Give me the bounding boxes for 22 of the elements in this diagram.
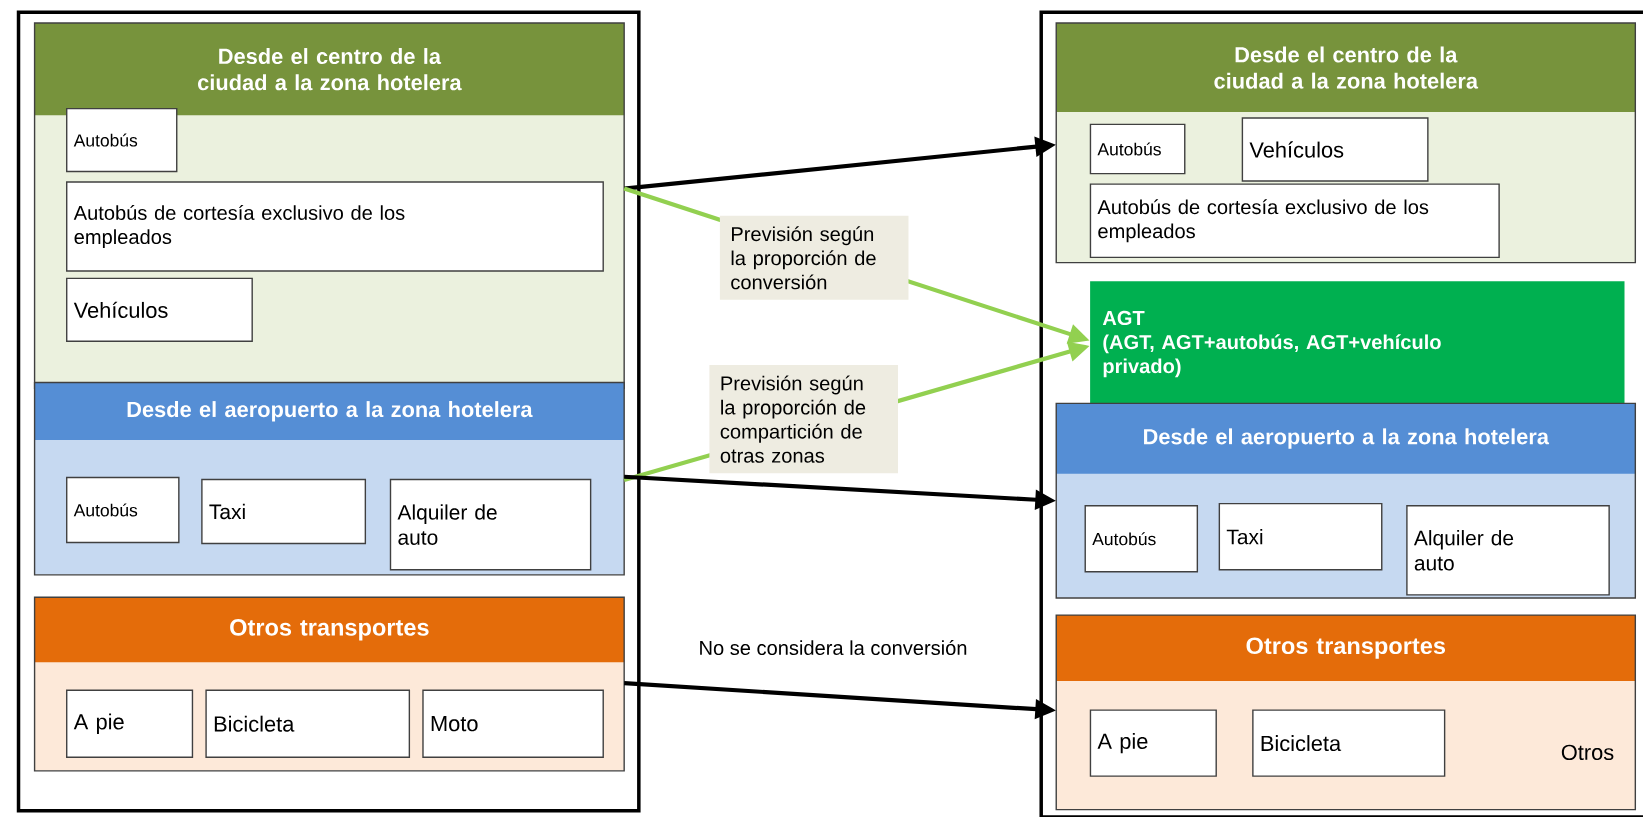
transport-box: Autobús de cortesía exclusivo de los empleados <box>66 181 604 272</box>
transport-box: Autobús <box>1084 504 1199 573</box>
transport-box: Alquiler de auto <box>389 478 592 571</box>
transport-box: Vehículos <box>66 277 253 342</box>
edge-label: Previsión según la proporción de conversión <box>719 215 909 300</box>
transport-box: Autobús <box>66 107 178 173</box>
transport-box: Autobús <box>66 476 180 543</box>
transport-box: Taxi <box>1218 502 1383 571</box>
transport-box: Taxi <box>201 478 367 545</box>
transport-box: A pie <box>1089 709 1217 777</box>
agt-box: AGT (AGT, AGT+autobús, AGT+vehículo privado) <box>1090 281 1625 407</box>
outer-frame <box>1039 10 1643 817</box>
transport-box: Vehículos <box>1241 117 1429 182</box>
transport-box: Bicicleta <box>1252 709 1446 777</box>
outer-frame <box>16 10 641 813</box>
transport-box: Alquiler de auto <box>1406 504 1610 596</box>
transport-box: A pie <box>66 689 194 758</box>
edge-label: Previsión según la proporción de compartición de otras zonas <box>709 364 898 474</box>
transport-box: Bicicleta <box>205 689 411 758</box>
edge-label: No se considera la conversión <box>700 639 967 655</box>
transport-box: Autobús <box>1089 123 1186 175</box>
transport-box: Moto <box>422 689 604 758</box>
